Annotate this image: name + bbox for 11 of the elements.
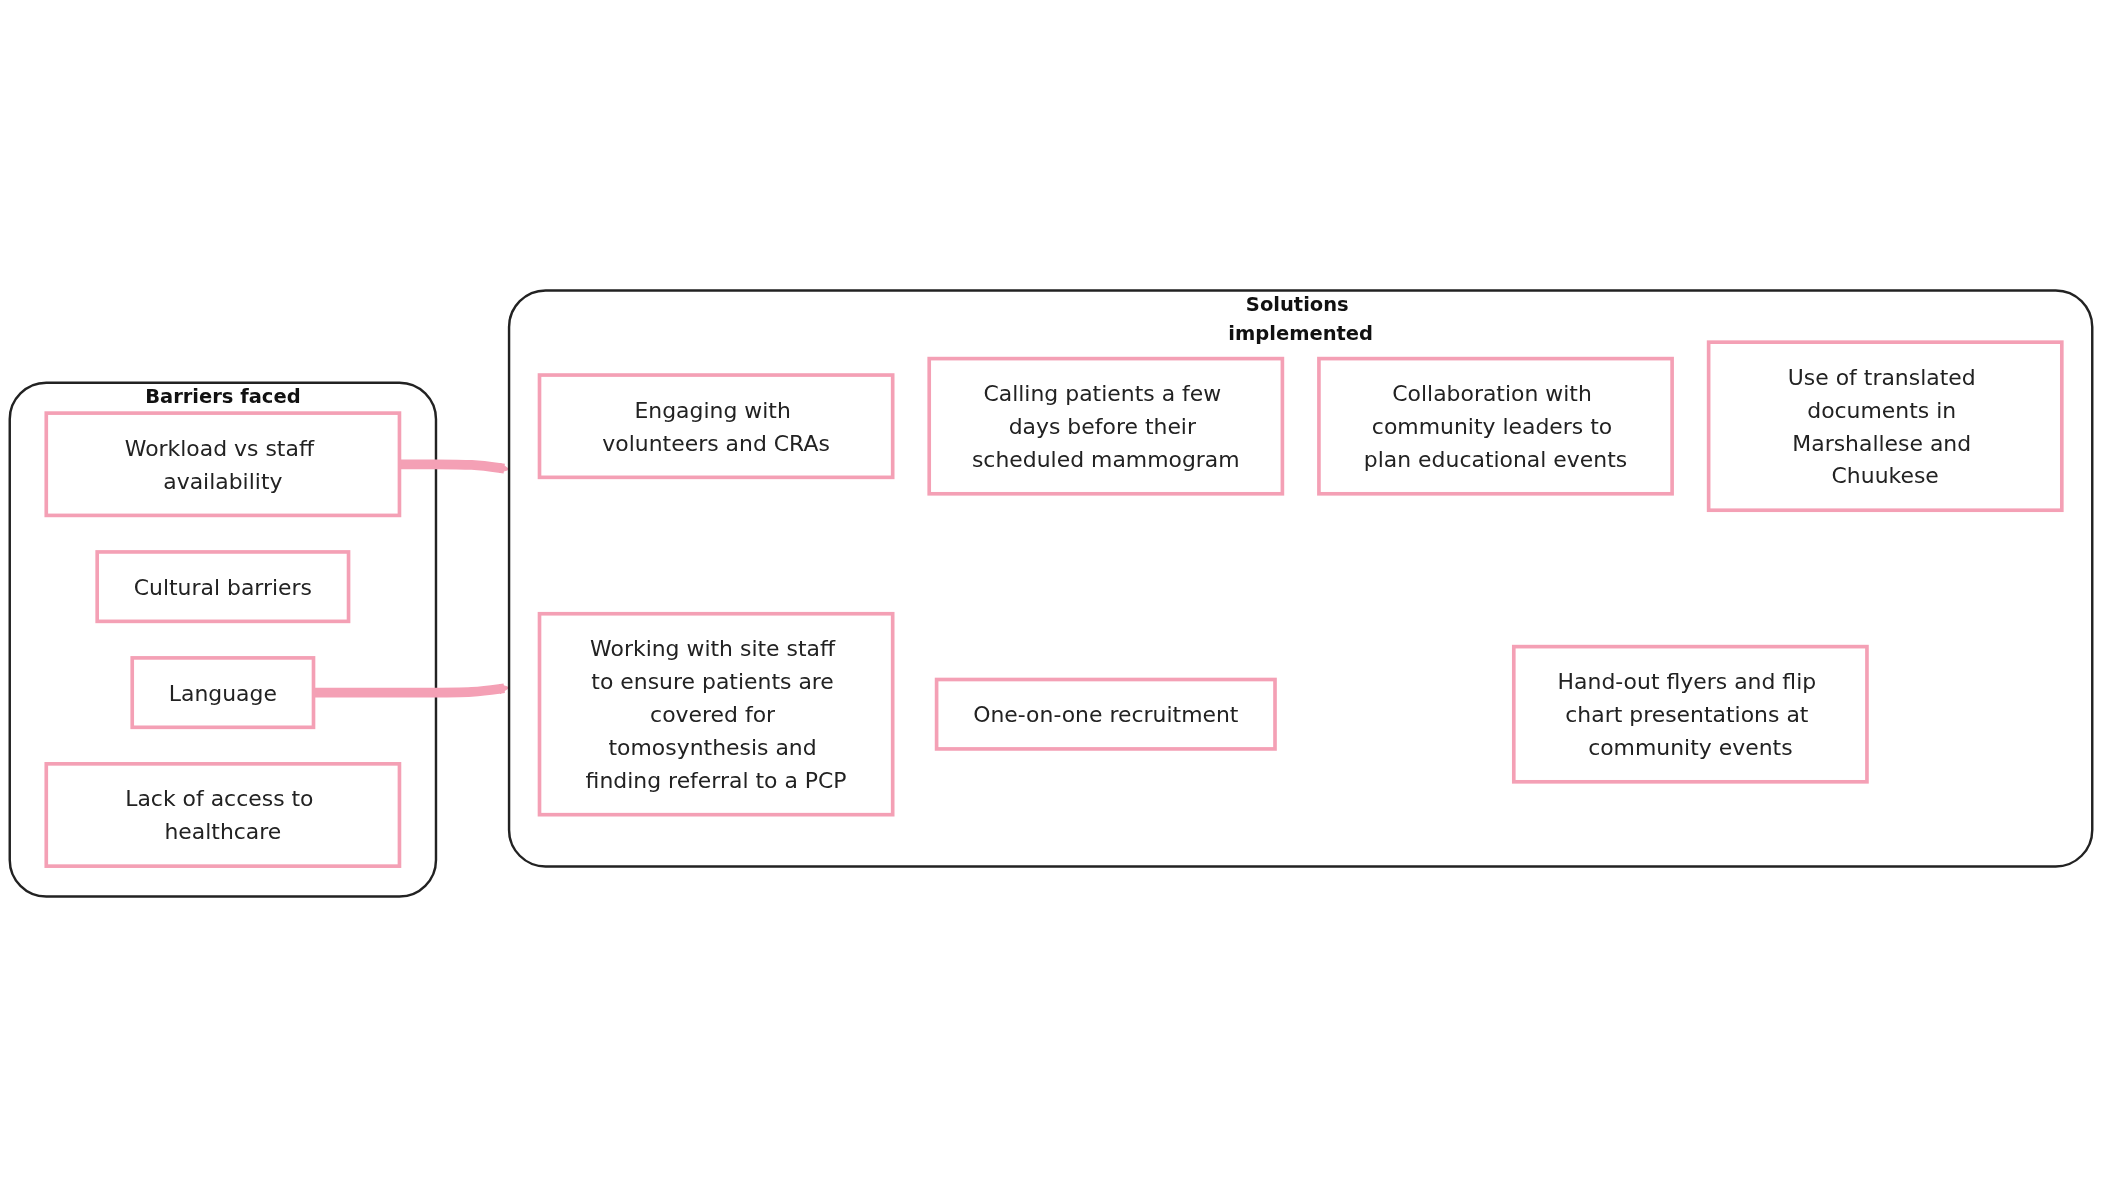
node-box: Working with site staff to ensure patients are covered for tomosynthesis and finding referral to a PCP bbox=[537, 611, 895, 817]
node-box: Calling patients a few days before their scheduled mammogram bbox=[927, 356, 1285, 496]
node-box: Lack of access to healthcare bbox=[44, 762, 402, 868]
node-box: One-on-one recruitment bbox=[934, 677, 1277, 751]
node-box: Engaging with volunteers and CRAs bbox=[537, 373, 895, 480]
node-box: Language bbox=[130, 656, 316, 730]
node-box: Use of translated documents in Marshallese and Chuukese bbox=[1706, 340, 2064, 513]
node-box: Hand-out flyers and flip chart presentations at community events bbox=[1511, 644, 1869, 784]
node-box: Collaboration with community leaders to plan educational events bbox=[1317, 356, 1674, 496]
node-box: Cultural barriers bbox=[95, 550, 351, 624]
node-box: Workload vs staff availability bbox=[44, 411, 402, 518]
